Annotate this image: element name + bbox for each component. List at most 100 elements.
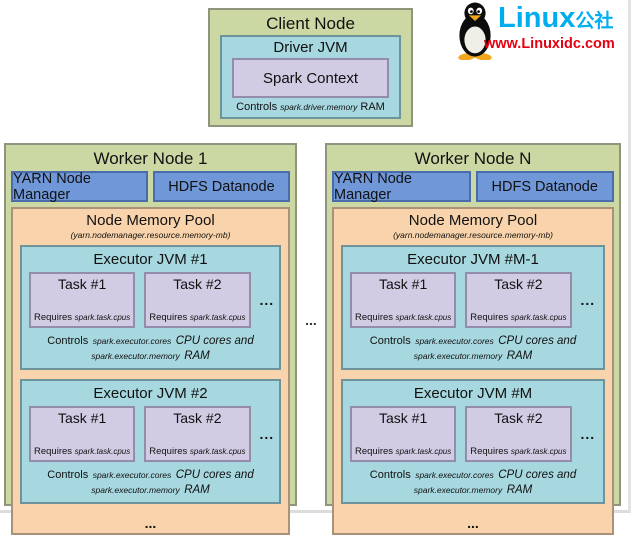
logo-brand-latin: Linux — [498, 2, 576, 34]
task-box: Task #2 Requires spark.task.cpus — [144, 272, 251, 328]
more-tasks-ellipsis: ... — [580, 292, 596, 308]
more-executors-ellipsis: ... — [467, 515, 479, 531]
executor-controls-note: Controls spark.executor.cores CPU cores … — [350, 467, 596, 497]
task-box: Task #1 Requires spark.task.cpus — [29, 406, 136, 462]
site-logo: Linux公社 www.Linuxidc.com — [450, 0, 630, 62]
executor-jvm-box: Executor JVM #M Task #1 Requires spark.t… — [341, 379, 605, 504]
task-requires-note: Requires spark.task.cpus — [355, 312, 451, 323]
executor-cores-property: spark.executor.cores — [415, 336, 494, 346]
requires-prefix: Requires — [470, 312, 509, 323]
hdfs-datanode-label: HDFS Datanode — [491, 178, 598, 195]
task-title: Task #1 — [58, 410, 107, 426]
executor-jvm-box: Executor JVM #1 Task #1 Requires spark.t… — [20, 245, 281, 370]
worker-n-services: YARN Node Manager HDFS Datanode — [332, 171, 614, 203]
driver-controls-prefix: Controls — [236, 101, 278, 113]
executor-jvm-box: Executor JVM #2 Task #1 Requires spark.t… — [20, 379, 281, 504]
executor-controls-note: Controls spark.executor.cores CPU cores … — [29, 333, 272, 363]
executor-cores-property: spark.executor.cores — [415, 470, 494, 480]
logo-brand: Linux公社 — [498, 4, 630, 36]
executor-memory-property: spark.executor.memory — [91, 485, 180, 495]
task-title: Task #2 — [494, 276, 543, 292]
controls-cores-suffix: CPU cores and — [175, 469, 254, 481]
worker-node-n-box: Worker Node N YARN Node Manager HDFS Dat… — [325, 143, 621, 535]
controls-memory-suffix: RAM — [506, 350, 533, 362]
task-box: Task #1 Requires spark.task.cpus — [350, 406, 457, 462]
task-requires-note: Requires spark.task.cpus — [149, 312, 245, 323]
task-title: Task #2 — [494, 410, 543, 426]
controls-prefix: Controls — [369, 335, 411, 347]
requires-prefix: Requires — [355, 446, 394, 457]
task-box: Task #2 Requires spark.task.cpus — [465, 406, 572, 462]
task-cpus-property: spark.task.cpus — [395, 313, 452, 322]
logo-url: www.Linuxidc.com — [484, 36, 615, 52]
spark-context-box: Spark Context — [232, 58, 389, 98]
hdfs-datanode-box: HDFS Datanode — [475, 171, 614, 202]
executor-memory-property: spark.executor.memory — [91, 351, 180, 361]
memory-pool-title: Node Memory Pool — [86, 212, 215, 229]
executor-memory-property: spark.executor.memory — [413, 485, 503, 495]
client-node-box: Client Node Driver JVM Spark Context Con… — [208, 8, 413, 127]
more-workers-ellipsis: ... — [305, 312, 317, 328]
task-title: Task #1 — [379, 410, 428, 426]
executor-controls-note: Controls spark.executor.cores CPU cores … — [350, 333, 596, 363]
executor-title: Executor JVM #M — [413, 385, 533, 402]
task-cpus-property: spark.task.cpus — [510, 447, 567, 456]
tasks-row: Task #1 Requires spark.task.cpus Task #2… — [29, 272, 273, 328]
executor-jvm-box: Executor JVM #M-1 Task #1 Requires spark… — [341, 245, 605, 370]
driver-memory-property: spark.driver.memory — [280, 102, 358, 112]
node-memory-pool-box: Node Memory Pool (yarn.nodemanager.resou… — [11, 207, 290, 535]
controls-cores-suffix: CPU cores and — [498, 335, 577, 347]
task-box: Task #1 Requires spark.task.cpus — [29, 272, 136, 328]
executor-memory-property: spark.executor.memory — [413, 351, 503, 361]
tasks-row: Task #1 Requires spark.task.cpus Task #2… — [350, 406, 596, 462]
task-title: Task #1 — [379, 276, 428, 292]
executor-title: Executor JVM #1 — [93, 251, 208, 268]
requires-prefix: Requires — [355, 312, 394, 323]
logo-text: Linux公社 www.Linuxidc.com — [484, 4, 630, 53]
memory-pool-title: Node Memory Pool — [408, 212, 538, 229]
executor-title: Executor JVM #2 — [93, 385, 208, 402]
executor-cores-property: spark.executor.cores — [92, 470, 172, 480]
yarn-node-manager-label: YARN Node Manager — [13, 170, 91, 203]
task-requires-note: Requires spark.task.cpus — [355, 446, 451, 457]
task-requires-note: Requires spark.task.cpus — [34, 312, 130, 323]
task-cpus-property: spark.task.cpus — [189, 313, 246, 322]
logo-brand-cjk: 公社 — [575, 11, 614, 32]
memory-pool-subtitle: (yarn.nodemanager.resource.memory-mb) — [70, 230, 231, 240]
task-title: Task #1 — [58, 276, 107, 292]
more-tasks-ellipsis: ... — [580, 426, 596, 442]
driver-controls-note: Controls spark.driver.memory RAM — [232, 101, 389, 113]
tasks-row: Task #1 Requires spark.task.cpus Task #2… — [350, 272, 596, 328]
driver-jvm-box: Driver JVM Spark Context Controls spark.… — [220, 35, 401, 119]
task-box: Task #2 Requires spark.task.cpus — [465, 272, 572, 328]
controls-memory-suffix: RAM — [506, 484, 533, 496]
hdfs-datanode-box: HDFS Datanode — [153, 171, 290, 202]
controls-cores-suffix: CPU cores and — [498, 469, 577, 481]
controls-prefix: Controls — [47, 335, 89, 347]
driver-jvm-title: Driver JVM — [273, 39, 348, 56]
requires-prefix: Requires — [470, 446, 509, 457]
controls-cores-suffix: CPU cores and — [175, 335, 254, 347]
controls-memory-suffix: RAM — [184, 350, 210, 362]
task-requires-note: Requires spark.task.cpus — [34, 446, 130, 457]
node-memory-pool-box: Node Memory Pool (yarn.nodemanager.resou… — [332, 207, 614, 535]
task-requires-note: Requires spark.task.cpus — [149, 446, 245, 457]
executor-cores-property: spark.executor.cores — [92, 336, 172, 346]
task-cpus-property: spark.task.cpus — [395, 447, 452, 456]
memory-pool-subtitle: (yarn.nodemanager.resource.memory-mb) — [393, 230, 553, 240]
task-title: Task #2 — [173, 410, 222, 426]
client-node-title: Client Node — [266, 14, 355, 33]
requires-prefix: Requires — [149, 446, 188, 457]
yarn-node-manager-box: YARN Node Manager — [11, 170, 148, 203]
task-requires-note: Requires spark.task.cpus — [470, 312, 566, 323]
controls-prefix: Controls — [369, 469, 411, 481]
worker-1-services: YARN Node Manager HDFS Datanode — [11, 170, 290, 203]
requires-prefix: Requires — [34, 312, 73, 323]
task-box: Task #1 Requires spark.task.cpus — [350, 272, 457, 328]
executor-title: Executor JVM #M-1 — [407, 251, 539, 268]
task-cpus-property: spark.task.cpus — [510, 313, 567, 322]
task-cpus-property: spark.task.cpus — [74, 313, 131, 322]
more-tasks-ellipsis: ... — [259, 426, 275, 442]
task-requires-note: Requires spark.task.cpus — [470, 446, 566, 457]
